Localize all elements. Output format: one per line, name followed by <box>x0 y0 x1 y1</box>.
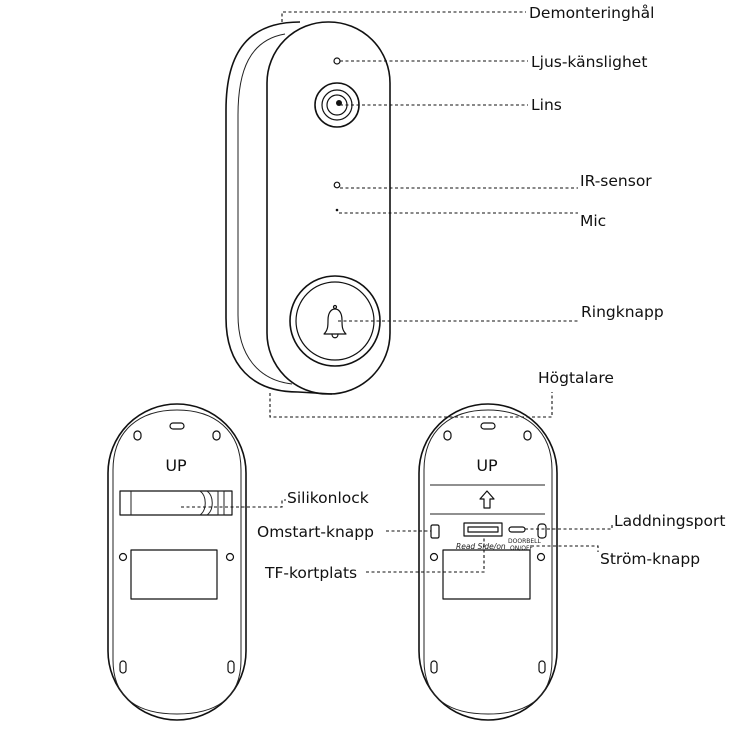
label-mounting-hole: Demonteringhål <box>529 4 654 22</box>
leader-power-button <box>531 545 599 552</box>
label-lens: Lins <box>531 96 562 114</box>
leader-speaker <box>269 392 553 418</box>
back-left-hole-bl <box>119 660 127 674</box>
back-right-hole-tr <box>523 430 532 441</box>
back-left-top-slot <box>169 422 185 430</box>
label-reset-button: Omstart-knapp <box>257 523 374 541</box>
back-right-inner-outline <box>423 409 553 715</box>
back-right-top-slot <box>480 422 496 430</box>
power-marking-line1: DOORBELL <box>508 538 541 545</box>
back-left-hole-br <box>227 660 235 674</box>
doorbell-front-face <box>266 21 391 395</box>
power-marking-line2: ON/OFF <box>510 545 533 552</box>
tf-slot-marking: Read Side/on <box>456 542 506 551</box>
leader-mounting-hole <box>281 11 526 22</box>
reset-button <box>430 524 440 539</box>
back-left-hole-tl <box>133 430 142 441</box>
label-ring-button: Ringknapp <box>581 303 664 321</box>
ir-sensor-dot <box>333 181 341 189</box>
label-light-sensor: Ljus-känslighet <box>531 53 647 71</box>
back-right-side-slot <box>537 523 547 539</box>
label-tf-slot: TF-kortplats <box>264 564 357 582</box>
back-right-hole-tl <box>443 430 452 441</box>
label-mic: Mic <box>580 212 606 230</box>
leader-charging-port <box>525 525 613 530</box>
back-left-label-area <box>130 549 218 600</box>
doorbell-front-view <box>225 21 391 395</box>
up-arrow-icon <box>479 490 495 509</box>
label-charging-port: Laddningsport <box>614 512 725 530</box>
label-power-button: Ström-knapp <box>600 550 700 568</box>
back-left-up-label: UP <box>165 456 187 475</box>
charging-port <box>508 526 526 533</box>
back-right-up-label: UP <box>476 456 498 475</box>
back-left-hole-tr <box>212 430 221 441</box>
back-right-label-area <box>442 549 531 600</box>
back-right-hole-br <box>538 660 546 674</box>
back-view-right: UP Read Side/on DOORBELL ON/OFF <box>418 403 558 721</box>
front-leader-lines <box>269 11 578 418</box>
back-right-hole-mr <box>536 552 546 562</box>
back-view-left: UP <box>107 403 286 721</box>
back-right-outline <box>418 403 558 721</box>
leader-tf-slot <box>366 536 485 573</box>
light-sensor-dot <box>333 57 341 65</box>
back-left-hole-ml <box>118 552 128 562</box>
label-ir-sensor: IR-sensor <box>580 172 652 190</box>
back-right-hole-bl <box>430 660 438 674</box>
doorbell-side-edge <box>237 33 293 385</box>
back-left-hole-mr <box>225 552 235 562</box>
silicone-cover <box>119 490 233 516</box>
label-silicone-cover: Silikonlock <box>287 489 369 507</box>
label-speaker: Högtalare <box>538 369 614 387</box>
back-left-outline <box>107 403 247 721</box>
doorbell-housing-outline <box>225 21 333 395</box>
mic-dot <box>335 208 339 212</box>
back-left-inner-outline <box>112 409 242 715</box>
tf-card-slot <box>463 522 503 537</box>
bell-icon <box>323 304 347 339</box>
leader-silicone-cover <box>181 499 286 508</box>
back-right-hole-ml <box>429 552 439 562</box>
